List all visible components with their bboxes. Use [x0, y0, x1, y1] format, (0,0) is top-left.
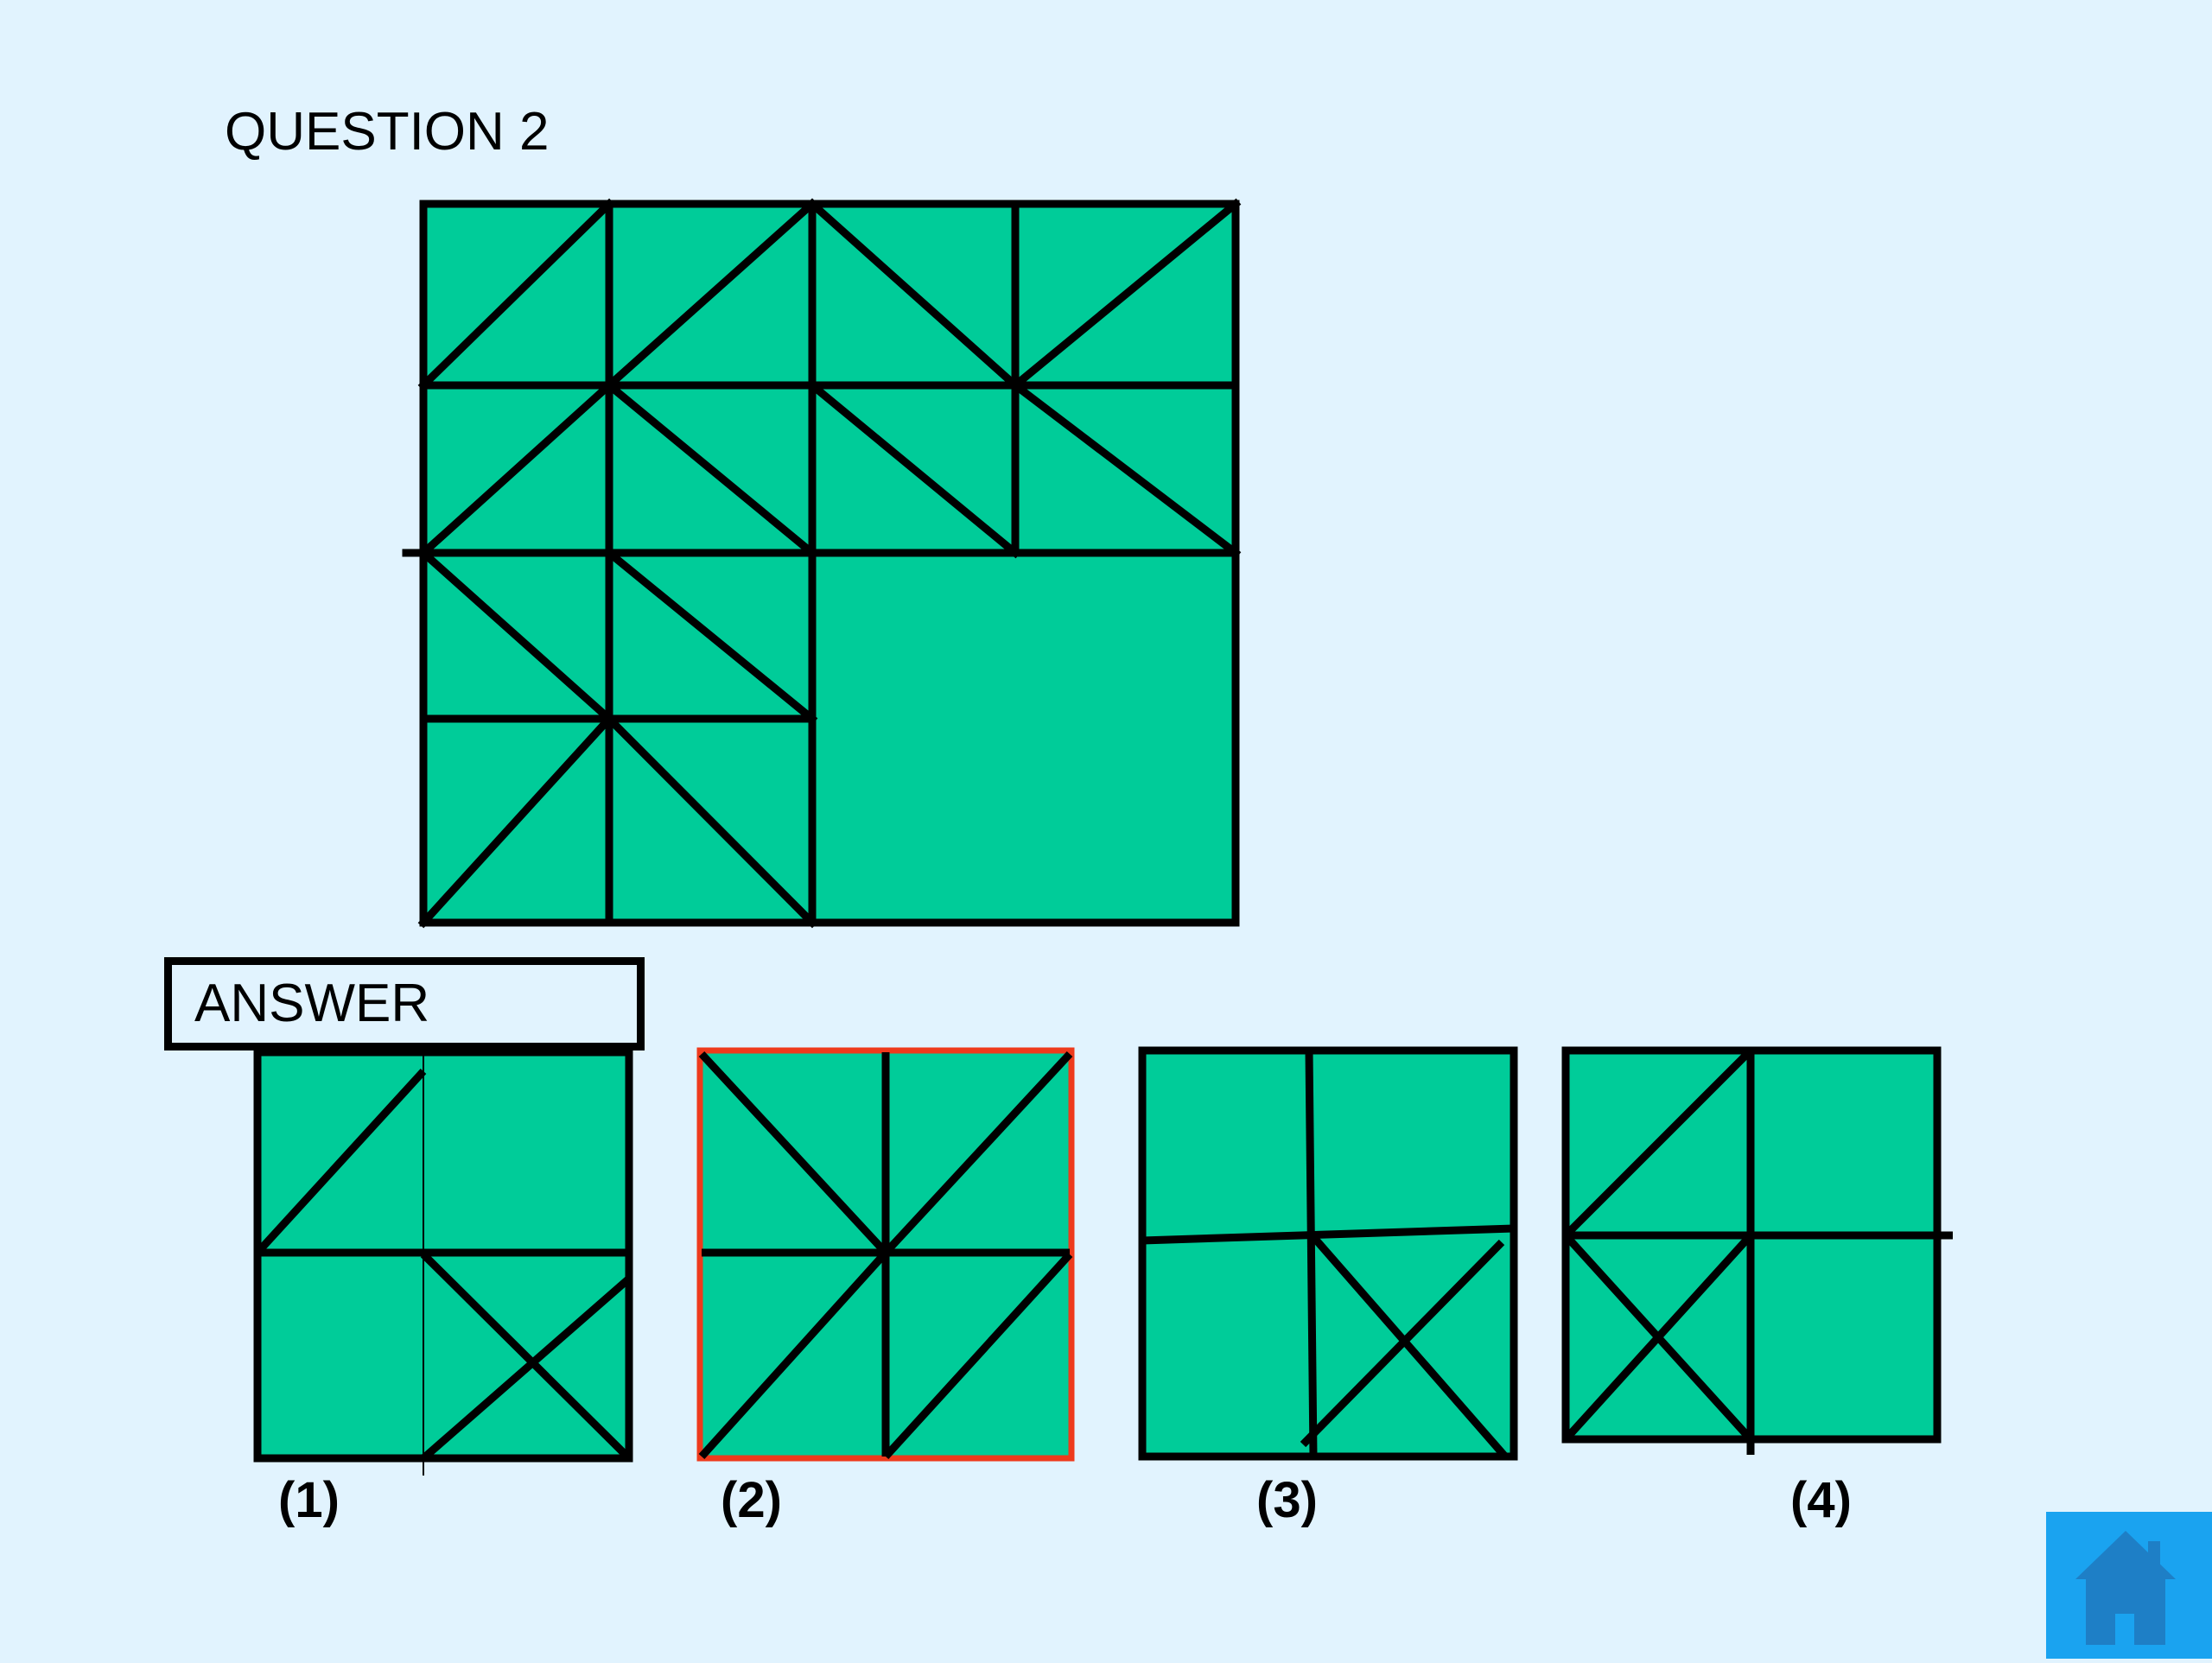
option-3-label: (3)	[1256, 1472, 1318, 1528]
home-icon	[2075, 1531, 2176, 1645]
diagonal-line	[417, 713, 615, 929]
diagonal-line	[603, 713, 818, 929]
diagonal-line	[417, 198, 615, 391]
option-2-tile[interactable]	[696, 1047, 1075, 1462]
diagonal-line	[603, 547, 818, 725]
diagonal-line	[806, 198, 1021, 391]
diagonal-line	[417, 379, 615, 559]
option-2-label: (2)	[721, 1472, 782, 1528]
diagonal-line	[417, 547, 615, 725]
puzzle-background	[423, 204, 1236, 923]
diagonal-line	[1009, 198, 1242, 391]
puzzle-frame	[419, 200, 1240, 927]
question-title: QUESTION 2	[225, 102, 550, 162]
option-4-tile[interactable]	[1561, 1046, 1953, 1455]
option-4-label: (4)	[1790, 1472, 1852, 1528]
answer-label-box: ANSWER	[164, 957, 645, 1050]
diagonal-line	[806, 379, 1021, 559]
option-3-tile[interactable]	[1138, 1046, 1518, 1461]
diagonal-line	[1009, 379, 1242, 559]
option-1-label: (1)	[278, 1472, 340, 1528]
option-1-tile[interactable]	[253, 1048, 633, 1476]
home-button[interactable]	[2046, 1512, 2212, 1659]
diagonal-line	[603, 198, 818, 391]
diagonal-line	[603, 379, 818, 559]
